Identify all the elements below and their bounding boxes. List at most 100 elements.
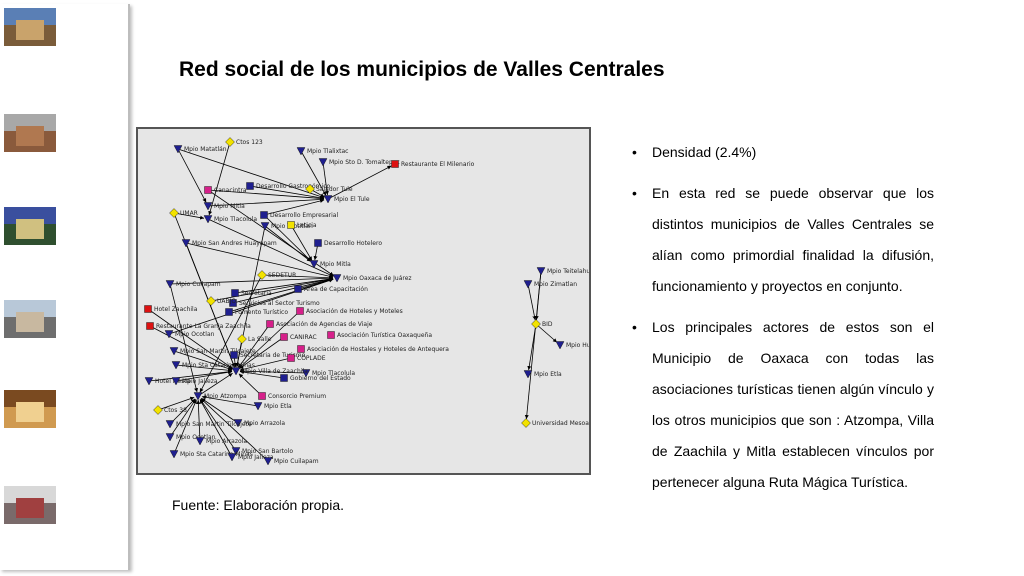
node-marker	[287, 221, 295, 229]
network-edge	[207, 197, 325, 207]
thumbnail-cathedral[interactable]	[4, 8, 56, 46]
node-marker	[227, 453, 237, 462]
node-marker	[165, 280, 175, 289]
node-label: Asociación de Hostales y Hoteles de Ante…	[307, 346, 449, 353]
node-label: Mpio Atzompa	[204, 393, 247, 400]
source-caption: Fuente: Elaboración propia.	[172, 497, 344, 513]
node-marker	[164, 330, 174, 339]
node-marker	[555, 341, 565, 350]
node-marker	[233, 419, 243, 428]
thumbnail-crowd[interactable]	[4, 486, 56, 524]
node-label: Mpio Tlalixtac	[307, 148, 348, 155]
thumbnail-hotel-room[interactable]	[4, 390, 56, 428]
network-node: Secretaria de Turismo	[230, 351, 306, 359]
network-edge	[177, 148, 325, 199]
network-edge	[264, 225, 312, 262]
node-marker	[296, 147, 306, 156]
node-label: Ctos 38	[164, 407, 187, 414]
thumbnail-old-church[interactable]	[4, 300, 56, 338]
network-edge	[147, 308, 233, 370]
node-label: UMAR	[180, 210, 198, 217]
network-node: Asociación de Hoteles y Moteles	[296, 307, 403, 315]
node-label: Desarrollo Gastronómico	[256, 183, 330, 190]
slide-thumbnail-strip	[0, 4, 130, 570]
network-node: Mpio El Tule	[323, 195, 370, 204]
node-label: La Salle	[248, 336, 272, 343]
network-edge	[149, 325, 233, 370]
node-marker	[266, 320, 274, 328]
node-marker	[146, 322, 154, 330]
bullet-item: Los principales actores de estos son el …	[630, 312, 934, 498]
node-marker	[171, 377, 181, 386]
node-marker	[260, 211, 268, 219]
node-label: Mpio San Bartolo	[242, 448, 293, 455]
node-marker	[332, 274, 342, 283]
node-label: Mpio Ocotlan	[175, 331, 215, 338]
network-edge	[173, 212, 235, 368]
node-marker	[531, 319, 541, 329]
network-edge	[199, 399, 233, 458]
network-node: CANIRAC	[280, 333, 317, 341]
network-edge	[200, 398, 269, 462]
network-edge	[196, 399, 201, 442]
node-marker	[231, 367, 241, 376]
node-label: Secretaría	[241, 290, 272, 297]
network-node: Mpio San Martin Tilcajete	[169, 347, 256, 356]
node-marker	[305, 184, 315, 194]
node-marker	[204, 186, 212, 194]
node-label: Mpio Arrazola	[206, 438, 247, 445]
network-edge	[199, 399, 237, 452]
network-node: SEDETUR	[257, 270, 296, 280]
network-edge	[199, 274, 263, 393]
node-label: Mpio Sta Catarina Minas	[180, 451, 253, 458]
network-node: Asociación Turística Oaxaqueña	[327, 331, 432, 339]
thumbnail-sunset-church[interactable]	[4, 207, 56, 245]
network-node: Ctos 123	[225, 137, 263, 147]
node-label: Restaurante El Milenario	[401, 161, 475, 168]
node-marker	[314, 239, 322, 247]
network-node: Mpio Teitelahuaca	[536, 267, 589, 276]
node-marker	[195, 437, 205, 446]
node-marker	[327, 331, 335, 339]
network-edge	[239, 370, 285, 379]
node-label: Mpio Tlacolula	[312, 370, 355, 377]
network-edge	[524, 270, 542, 420]
node-marker	[523, 280, 533, 289]
network-node: Mpio Mitla	[203, 202, 245, 211]
node-marker	[169, 347, 179, 356]
node-marker	[260, 222, 270, 231]
network-node: Universidad Mesoamericana	[521, 418, 589, 428]
network-edge	[263, 199, 325, 216]
node-label: Mpio Sta Catarina Minas	[182, 362, 255, 369]
node-label: Asociación Turística Oaxaqueña	[337, 332, 432, 339]
node-label: Mpio Cuilapam	[176, 281, 221, 288]
thumbnail-building	[16, 219, 44, 239]
network-edge	[238, 323, 271, 368]
node-marker	[297, 345, 305, 353]
network-edge	[238, 310, 301, 369]
node-label: Servicios al Sector Turismo	[239, 300, 320, 307]
network-edge	[201, 397, 239, 424]
network-edge	[177, 148, 207, 203]
network-node: La Salle	[237, 334, 272, 344]
node-label: Gobierno del Estado	[290, 375, 351, 382]
network-node: UABJO	[206, 296, 236, 306]
node-label: Mpio Villa de Zaachila	[242, 368, 308, 375]
network-edge	[148, 369, 233, 382]
network-node: Mpio Cuilapam	[165, 280, 221, 289]
node-marker	[193, 392, 203, 401]
node-marker	[536, 267, 546, 276]
node-marker	[173, 145, 183, 154]
network-node: Servicios al Sector Turismo	[229, 299, 320, 307]
node-label: Mpio Oaxaca de Juárez	[343, 275, 412, 282]
node-marker	[237, 334, 247, 344]
node-marker	[521, 418, 531, 428]
node-label: Secretaria de Turismo	[240, 352, 306, 359]
network-node: Fomento Turístico	[225, 308, 288, 316]
thumbnail-street[interactable]	[4, 114, 56, 152]
thumbnail-building	[16, 126, 44, 146]
network-edge	[201, 395, 259, 407]
network-node: Mpio Sto D. Tomaltepec	[318, 158, 400, 167]
